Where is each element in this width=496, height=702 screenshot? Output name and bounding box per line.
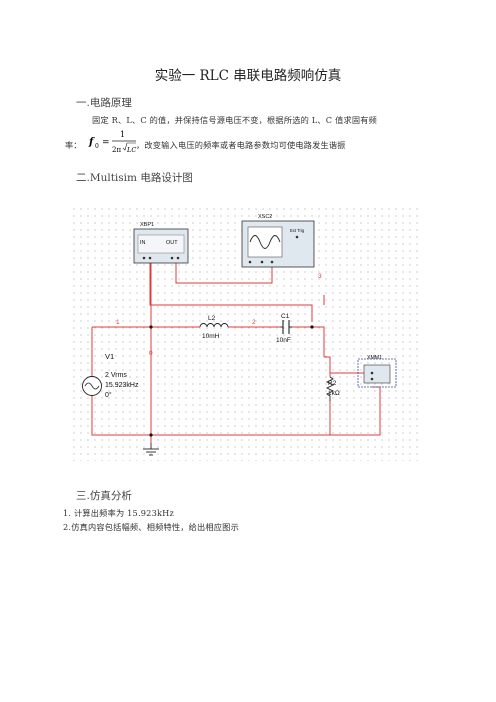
- formula-radical: [122, 142, 136, 151]
- inductor-value: 10mH: [202, 333, 220, 340]
- formula-denominator: 2π: [112, 146, 121, 154]
- node-2-label: 2: [252, 319, 256, 326]
- capacitor[interactable]: [280, 320, 292, 334]
- formula-numerator: 1: [120, 130, 125, 139]
- oscilloscope-label: XSC2: [258, 214, 272, 220]
- formula-equals: =: [102, 138, 110, 148]
- capacitor-value: 10nF: [276, 337, 291, 344]
- resonance-formula: f 0 = 1 2π LC: [88, 130, 136, 154]
- node-1-label: 1: [116, 319, 120, 326]
- bode-plotter-label: XBP1: [140, 222, 154, 228]
- ground-symbol: [143, 443, 159, 456]
- node-0-label: 0: [149, 350, 153, 357]
- bode-plotter[interactable]: [133, 228, 189, 264]
- wire-junctions: [149, 325, 314, 437]
- circuit-schematic: XBP1 IN OUT XSC2 Ext Trig XMM1 V1 2 Vrms…: [72, 207, 420, 461]
- section1-paragraph-suffix: ，改变输入电压的频率或者电路参数均可使电路发生谐振: [136, 140, 346, 150]
- section3-item1: 1. 计算出频率为 15.923kHz: [63, 508, 175, 518]
- section2-heading: 二.Multisim 电路设计图: [76, 172, 193, 184]
- section1-heading: 一.电路原理: [76, 97, 132, 109]
- formula-lhs: f: [88, 137, 95, 148]
- formula-root: LC: [126, 146, 136, 154]
- multimeter-label: XMM1: [367, 355, 382, 361]
- section3-item2: 2.仿真内容包括幅频、相频特性，给出相应图示: [63, 522, 239, 532]
- oscilloscope-ext-label: Ext Trig: [290, 228, 305, 233]
- resistor-value: 1kΩ: [328, 390, 340, 397]
- resistor-name: R2: [328, 380, 337, 387]
- node-3-label: 3: [318, 273, 322, 280]
- source-frequency: 15.923kHz: [105, 382, 139, 389]
- bode-out-label: OUT: [166, 240, 178, 246]
- voltage-source[interactable]: [82, 376, 102, 396]
- capacitor-name: C1: [281, 313, 290, 320]
- source-amplitude: 2 Vrms: [105, 372, 127, 379]
- oscilloscope[interactable]: [241, 220, 315, 268]
- source-phase: 0°: [105, 391, 112, 399]
- section3-heading: 三.仿真分析: [76, 490, 132, 502]
- resistor[interactable]: [325, 376, 335, 401]
- page-title: 实验一 RLC 串联电路频响仿真: [154, 68, 342, 84]
- section1-paragraph-prefix: 率：: [65, 140, 82, 150]
- bode-in-label: IN: [140, 240, 146, 246]
- section1-paragraph-line1: 固定 R、L、C 的值，并保持信号源电压不变，根据所选的 L、C 值求固有频: [92, 115, 378, 125]
- source-name: V1: [105, 352, 114, 361]
- inductor-name: L2: [208, 315, 216, 322]
- inductor[interactable]: [199, 323, 229, 328]
- formula-subscript: 0: [95, 143, 99, 150]
- signal-wires: [91, 259, 381, 443]
- multimeter[interactable]: [357, 358, 397, 388]
